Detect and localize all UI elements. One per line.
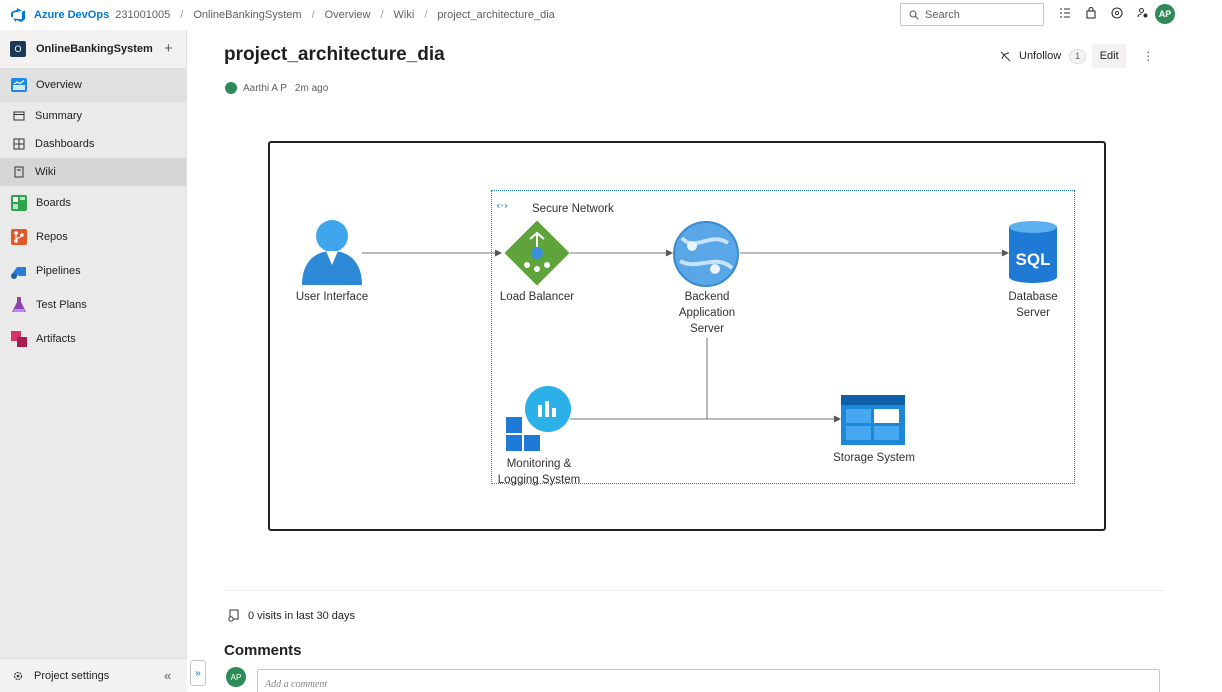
sidebar-item-label: Boards [36, 197, 71, 209]
visits-icon [228, 609, 239, 622]
sidebar-item-overview[interactable]: Overview [0, 68, 186, 102]
user-interface-label: User Interface [295, 291, 369, 303]
collapse-sidebar-icon[interactable]: « [164, 668, 172, 683]
user-icon [302, 220, 362, 285]
sidebar-item-boards[interactable]: Boards [0, 186, 186, 220]
page-visits: 0 visits in last 30 days [228, 609, 355, 622]
unfollow-label: Unfollow [1019, 50, 1062, 62]
expand-tree-icon[interactable]: » [190, 660, 206, 686]
unfollow-icon [1000, 51, 1011, 61]
unfollow-button[interactable]: Unfollow [1000, 50, 1061, 62]
breadcrumb-wiki[interactable]: Wiki [393, 9, 415, 21]
storage-label: Storage System [833, 452, 915, 464]
svg-text:SQL: SQL [1016, 250, 1051, 269]
project-settings[interactable]: Project settings « [0, 658, 187, 692]
user-settings-icon[interactable] [1136, 6, 1150, 20]
sidebar-item-summary[interactable]: Summary [0, 102, 186, 130]
sidebar-item-dashboards[interactable]: Dashboards [0, 130, 186, 158]
org-link[interactable]: 231001005 [115, 9, 171, 21]
follower-count-badge: 1 [1069, 48, 1087, 64]
breadcrumb-project[interactable]: OnlineBankingSystem [193, 9, 302, 21]
monitoring-icon [506, 386, 571, 451]
app-service-icon [673, 221, 739, 287]
task-list-icon[interactable] [1058, 6, 1072, 20]
architecture-diagram: ‹·› [268, 141, 1106, 531]
sidebar-item-label: Summary [35, 110, 83, 122]
sidebar-item-repos[interactable]: Repos [0, 220, 186, 254]
network-icon: ‹·› [496, 199, 508, 212]
secure-network-label: Secure Network [532, 203, 614, 215]
project-header[interactable]: O OnlineBankingSystem + [0, 30, 186, 68]
secure-network-boundary [491, 190, 1075, 484]
search-box[interactable]: Search [900, 3, 1044, 26]
sidebar-item-label: Artifacts [36, 333, 76, 345]
backend-server-label: Backend Application Server [678, 291, 736, 335]
sidebar-item-label: Overview [36, 79, 82, 91]
sidebar-item-label: Repos [36, 231, 68, 243]
gear-icon [12, 670, 24, 682]
page-title: project_architecture_dia [224, 44, 445, 65]
project-settings-label: Project settings [34, 669, 110, 682]
page-actions: Unfollow 1 Edit ⋮ [1000, 44, 1154, 68]
visits-text: 0 visits in last 30 days [248, 609, 355, 622]
top-bar: Azure DevOps 231001005 / OnlineBankingSy… [0, 0, 1222, 30]
sidebar-item-test-plans[interactable]: Test Plans [0, 288, 186, 322]
brand-link[interactable]: Azure DevOps [34, 9, 110, 21]
sidebar-item-label: Dashboards [35, 138, 95, 150]
svg-text:‹·›: ‹·› [496, 199, 508, 212]
repos-icon [10, 228, 28, 246]
search-placeholder: Search [925, 8, 960, 21]
database-server-label: Database Server [1008, 291, 1058, 319]
more-options-icon[interactable]: ⋮ [1142, 49, 1155, 63]
add-icon[interactable]: + [164, 40, 173, 57]
dashboards-icon [12, 137, 26, 151]
sidebar-item-pipelines[interactable]: Pipelines [0, 254, 186, 288]
sql-database-icon: SQL [1009, 221, 1057, 283]
load-balancer-icon [504, 220, 570, 286]
comments-heading: Comments [224, 642, 302, 659]
diagram-connectors: ‹·› [302, 199, 1057, 451]
comment-avatar: AP [226, 667, 246, 687]
project-badge: O [10, 41, 26, 57]
artifacts-icon [10, 330, 28, 348]
breadcrumb-page[interactable]: project_architecture_dia [437, 9, 555, 21]
sidebar-item-label: Test Plans [36, 299, 87, 311]
marketplace-bag-icon[interactable] [1084, 6, 1098, 20]
project-name: OnlineBankingSystem [36, 43, 153, 55]
edit-time: 2m ago [294, 82, 329, 94]
breadcrumb-overview[interactable]: Overview [324, 9, 371, 21]
pipelines-icon [10, 262, 28, 280]
load-balancer-label: Load Balancer [499, 291, 575, 303]
wiki-icon [12, 165, 26, 179]
sidebar-item-artifacts[interactable]: Artifacts [0, 322, 186, 356]
sidebar-item-label: Pipelines [36, 265, 81, 277]
sidebar-item-label: Wiki [35, 166, 56, 178]
comment-input[interactable]: Add a comment [257, 669, 1160, 692]
summary-icon [12, 109, 26, 123]
search-icon [909, 9, 919, 20]
sidebar-item-wiki[interactable]: Wiki [0, 158, 186, 186]
sidebar: O OnlineBankingSystem + Overview Summary… [0, 30, 187, 692]
author-avatar[interactable] [225, 82, 237, 94]
monitoring-label: Monitoring & Logging System [497, 458, 581, 486]
user-avatar[interactable]: AP [1155, 4, 1175, 24]
edit-button[interactable]: Edit [1092, 44, 1127, 68]
help-icon[interactable] [1110, 6, 1124, 20]
divider [224, 590, 1164, 591]
page-author: Aarthi A P 2m ago [225, 82, 328, 94]
test-plans-icon [10, 296, 28, 314]
storage-icon [841, 395, 905, 445]
azure-devops-logo-icon[interactable] [10, 7, 26, 23]
author-name[interactable]: Aarthi A P [243, 82, 287, 94]
overview-icon [10, 76, 28, 94]
boards-icon [10, 194, 28, 212]
